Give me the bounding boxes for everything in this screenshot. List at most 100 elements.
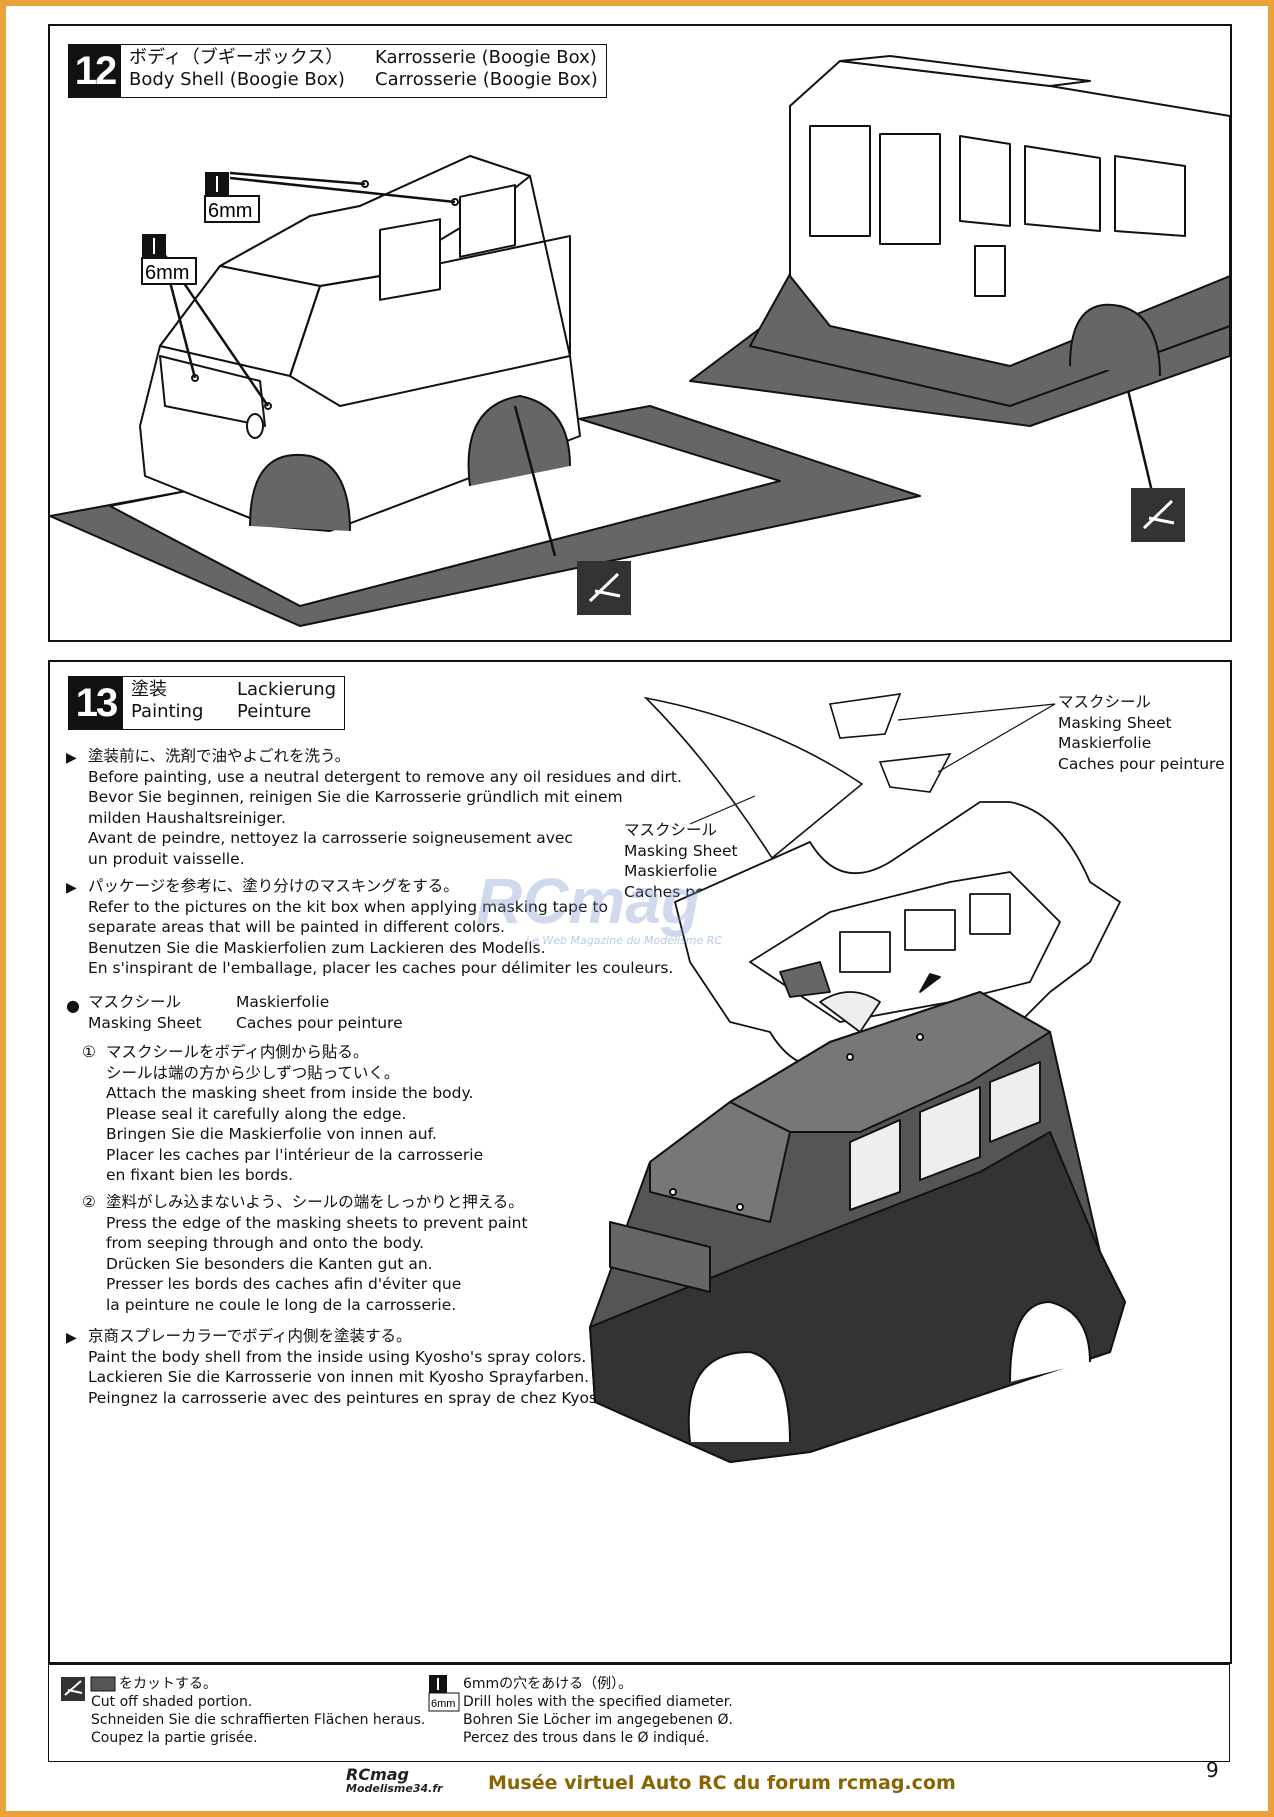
sub2-fr1: Presser les bords des caches afin d'évit…: [106, 1275, 462, 1293]
cut-icon: [61, 1677, 85, 1701]
arrow-marker-icon: ▶: [66, 1330, 77, 1346]
instr2-en1: Refer to the pictures on the kit box whe…: [88, 897, 609, 916]
left-body-shell: [50, 155, 921, 627]
masking-sheet-label-right: マスクシール Masking Sheet Maskierfolie Caches…: [1058, 692, 1225, 774]
painted-body-shell: [589, 991, 1126, 1463]
instr3-en: Paint the body shell from the inside usi…: [88, 1347, 587, 1366]
legend-drill: 6mmの穴をあける（例）。 Drill holes with the speci…: [463, 1675, 733, 1747]
masking-de: Maskierfolie: [236, 993, 330, 1011]
instr3-de: Lackieren Sie die Karrosserie von innen …: [88, 1368, 590, 1386]
title-fr: Peinture: [237, 701, 312, 722]
cut-icon: [1131, 488, 1185, 542]
shaded-area-swatch: [90, 1676, 116, 1692]
drill-icon: [141, 234, 197, 285]
legend-icons: 6mm: [61, 1675, 460, 1712]
legend-drill-en: Drill holes with the specified diameter.: [463, 1694, 733, 1710]
footer-credit[interactable]: Musée virtuel Auto RC du forum rcmag.com: [488, 1772, 956, 1794]
legend-cut: Cut off shaded portion. Schneiden Sie di…: [91, 1693, 425, 1747]
legend-cut-en: Cut off shaded portion.: [91, 1694, 253, 1710]
sub1-jp2: シールは端の方から少しずつ貼っていく。: [106, 1063, 400, 1082]
instr1-de1: Bevor Sie beginnen, reinigen Sie die Kar…: [88, 788, 623, 806]
title-en: Painting: [131, 701, 204, 722]
sub2-jp: 塗料がしみ込まないよう、シールの端をしっかりと押える。: [106, 1193, 524, 1211]
body-inside-view: [674, 801, 1121, 1069]
sub1-fr2: en fixant bien les bords.: [106, 1166, 294, 1184]
masking-sheet-pieces: [643, 693, 952, 860]
title-fr: Carrosserie (Boogie Box): [375, 69, 598, 90]
legend-drill-size: 6mm: [431, 1698, 455, 1710]
painting-illustration: [589, 693, 1126, 1463]
masking-heading-de-fr: Maskierfolie Caches pour peinture: [236, 992, 403, 1033]
instr1-fr2: un produit vaisselle.: [88, 849, 245, 868]
instr2-fr: En s'inspirant de l'emballage, placer le…: [88, 959, 674, 977]
legend-drill-de: Bohren Sie Löcher im angegebenen Ø.: [463, 1712, 733, 1728]
cut-icon: [577, 561, 631, 615]
instruction-2: パッケージを参考に、塗り分けのマスキングをする。 Refer to the pi…: [88, 876, 673, 979]
instr1-en: Before painting, use a neutral detergent…: [88, 767, 682, 786]
bullet-icon: ●: [66, 996, 80, 1015]
legend-cut-de: Schneiden Sie die schraffierten Flächen …: [91, 1712, 426, 1728]
rcmag-footer-logo: RCmag Modelisme34.fr: [346, 1767, 443, 1796]
sub1-fr1: Placer les caches par l'intérieur de la …: [106, 1145, 484, 1164]
drill-icon: [204, 172, 260, 223]
masking-heading-jp-en: マスクシール Masking Sheet: [88, 992, 202, 1033]
sub-step-2: 塗料がしみ込まないよう、シールの端をしっかりと押える。 Press the ed…: [106, 1192, 528, 1315]
sub-step-1: マスクシールをボディ内側から貼る。 シールは端の方から少しずつ貼っていく。 At…: [106, 1042, 483, 1186]
instruction-3: 京商スプレーカラーでボディ内側を塗装する。 Paint the body she…: [88, 1326, 621, 1408]
drill-size-label: 6mm: [208, 200, 252, 222]
title-jp: ボディ（ブギーボックス）: [129, 47, 344, 68]
legend-drill-jp: 6mmの穴をあける（例）。: [463, 1676, 633, 1692]
footer-logo-line-2: Modelisme34.fr: [346, 1782, 443, 1795]
legend-drill-fr: Percez des trous dans le Ø indiqué.: [463, 1730, 710, 1746]
sub1-en2: Please seal it carefully along the edge.: [106, 1104, 407, 1123]
header-col-de-fr: Lackierung Peinture: [229, 677, 344, 729]
label-en: Masking Sheet: [624, 841, 738, 860]
sub2-en1: Press the edge of the masking sheets to …: [106, 1213, 528, 1232]
step-12-header: 12 ボディ（ブギーボックス） Body Shell (Boogie Box) …: [68, 44, 607, 98]
label-jp: マスクシール: [624, 821, 718, 839]
drill-size-label: 6mm: [145, 262, 189, 284]
arrow-marker-icon: ▶: [66, 880, 77, 896]
sub1-en1: Attach the masking sheet from inside the…: [106, 1084, 474, 1102]
arrow-marker-icon: ▶: [66, 750, 77, 766]
sub1-jp1: マスクシールをボディ内側から貼る。: [106, 1043, 369, 1061]
instr1-fr1: Avant de peindre, nettoyez la carrosseri…: [88, 829, 573, 847]
title-en: Body Shell (Boogie Box): [129, 69, 345, 90]
legend-box: 6mm をカットする。 Cut off shaded portion. Schn…: [48, 1664, 1230, 1762]
instruction-1: 塗装前に、洗剤で油やよごれを洗う。 Before painting, use a…: [88, 746, 682, 869]
header-col-de-fr: Karrosserie (Boogie Box) Carrosserie (Bo…: [367, 45, 606, 97]
instr2-en2: separate areas that will be painted in d…: [88, 918, 505, 936]
legend-cut-jp: をカットする。: [119, 1676, 217, 1692]
instr2-jp: パッケージを参考に、塗り分けのマスキングをする。: [88, 877, 459, 895]
step-12-panel: 12 ボディ（ブギーボックス） Body Shell (Boogie Box) …: [48, 24, 1232, 642]
masking-en: Masking Sheet: [88, 1013, 202, 1032]
manual-page: 12 ボディ（ブギーボックス） Body Shell (Boogie Box) …: [6, 6, 1268, 1811]
label-jp: マスクシール: [1058, 693, 1152, 711]
instr3-jp: 京商スプレーカラーでボディ内側を塗装する。: [88, 1327, 412, 1345]
header-col-jp-en: 塗装 Painting: [123, 677, 229, 729]
page-number: 9: [1206, 1758, 1219, 1782]
label-de: Maskierfolie: [1058, 734, 1152, 752]
rcmag-watermark-logo: RCmag: [476, 865, 701, 937]
sub-step-1-mark: ①: [82, 1043, 96, 1061]
sub2-de: Drücken Sie besonders die Kanten gut an.: [106, 1254, 433, 1273]
masking-jp: マスクシール: [88, 993, 182, 1011]
instr3-fr: Peingnez la carrosserie avec des peintur…: [88, 1388, 622, 1407]
label-leader-lines: [689, 703, 1056, 825]
instr1-jp: 塗装前に、洗剤で油やよごれを洗う。: [88, 747, 351, 765]
drill-icon: [428, 1675, 460, 1712]
step-number: 12: [69, 45, 121, 97]
sub1-de: Bringen Sie die Maskierfolie von innen a…: [106, 1125, 437, 1143]
label-de: Maskierfolie: [624, 862, 718, 880]
rcmag-watermark-subtitle: Le Web Magazine du Modélisme RC: [526, 934, 723, 947]
sub2-fr2: la peinture ne coule le long de la carro…: [106, 1295, 457, 1314]
instr1-de2: milden Haushaltsreiniger.: [88, 808, 286, 827]
sub2-en2: from seeping through and onto the body.: [106, 1234, 425, 1252]
step-13-panel: 13 塗装 Painting Lackierung Peinture ▶ 塗装前…: [48, 660, 1232, 1664]
instr2-de: Benutzen Sie die Maskierfolien zum Lacki…: [88, 938, 546, 957]
title-jp: 塗装: [131, 679, 167, 700]
label-en: Masking Sheet: [1058, 713, 1172, 732]
right-body-shell: [689, 55, 1230, 427]
legend-cut-fr: Coupez la partie grisée.: [91, 1730, 258, 1746]
step-13-header: 13 塗装 Painting Lackierung Peinture: [68, 676, 346, 730]
